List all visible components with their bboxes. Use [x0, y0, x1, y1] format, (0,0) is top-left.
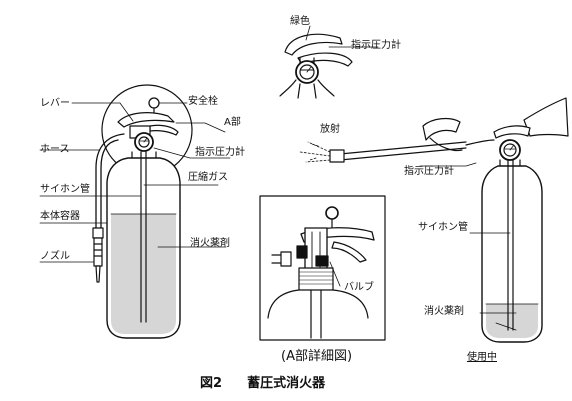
detail-box: [259, 195, 386, 341]
label-safety-pin: 安全栓: [188, 96, 218, 107]
label-green: 緑色: [290, 16, 310, 27]
label-nozzle: ノズル: [40, 251, 70, 262]
label-gauge-main: 指示圧力計: [195, 147, 245, 158]
figure-number: 図2: [200, 376, 223, 391]
main-extinguisher: [39, 84, 231, 339]
top-valve-head: [279, 25, 379, 99]
label-valve: バルブ: [344, 282, 374, 293]
label-body-container: 本体容器: [40, 211, 80, 222]
label-agent-right: 消火薬剤: [424, 306, 464, 317]
label-lever: レバー: [40, 98, 70, 109]
label-gauge-top: 指示圧力計: [351, 40, 401, 51]
in-use-extinguisher: [299, 97, 569, 343]
label-agent-left: 消火薬剤: [190, 238, 230, 249]
label-discharge: 放射: [320, 124, 340, 135]
label-gauge-use: 指示圧力計: [404, 166, 454, 177]
label-compressed-gas: 圧縮ガス: [188, 172, 228, 183]
figure-caption: 図2 蓄圧式消火器: [200, 376, 325, 391]
label-part-a: A部: [224, 117, 241, 128]
figure-title: 蓄圧式消火器: [247, 376, 326, 391]
label-hose: ホース: [40, 144, 70, 155]
caption-in-use: 使用中: [467, 352, 497, 363]
caption-detail: (A部詳細図): [281, 349, 353, 364]
label-siphon-right: サイホン管: [418, 222, 468, 233]
label-siphon-left: サイホン管: [40, 184, 90, 195]
